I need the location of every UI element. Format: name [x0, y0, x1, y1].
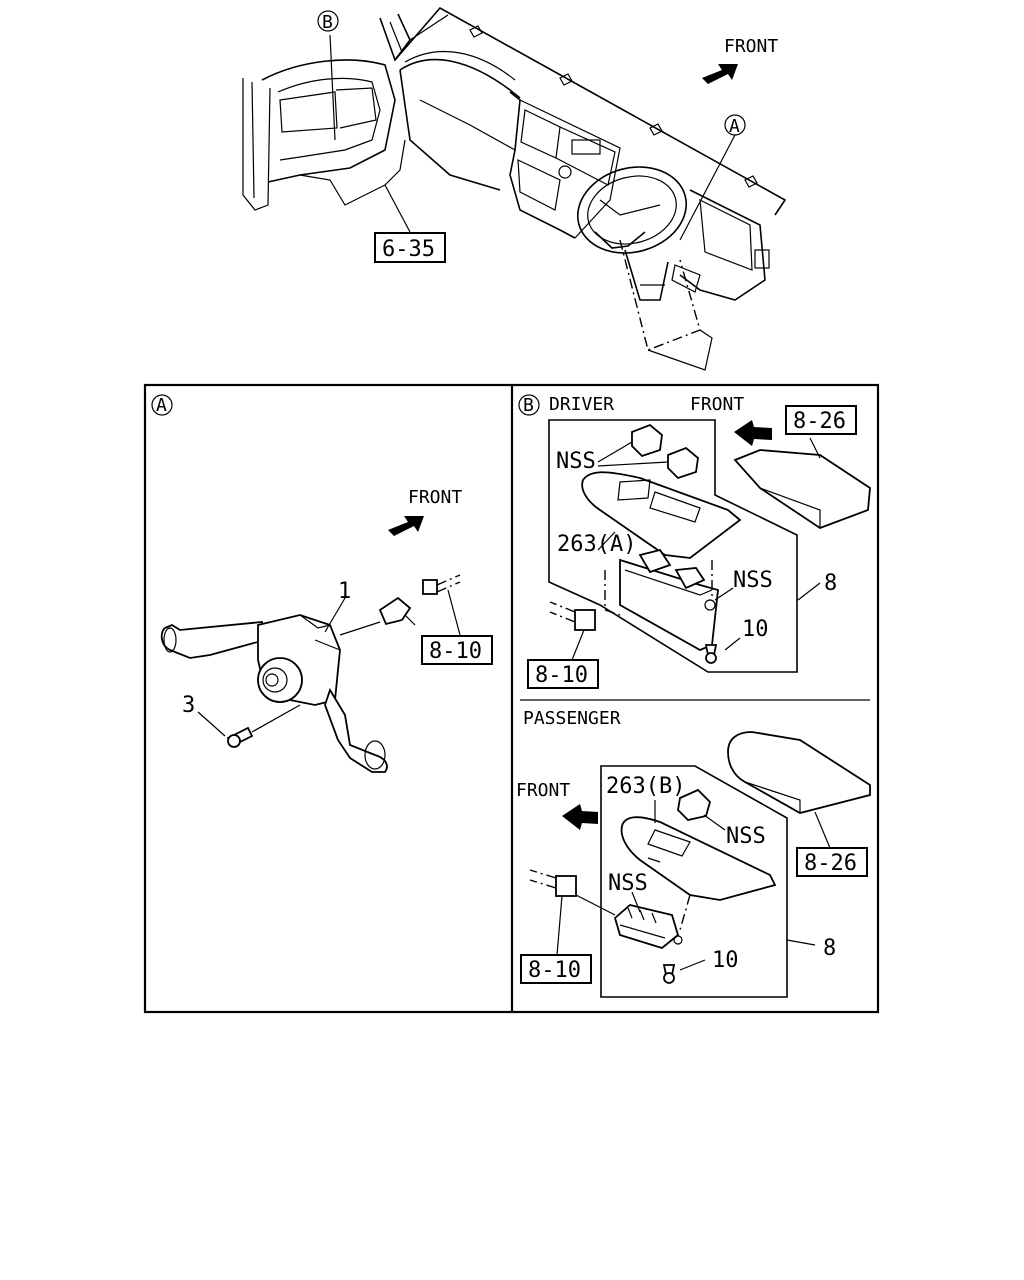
callout-a-top: A	[724, 114, 746, 137]
svg-text:8-10: 8-10	[535, 663, 588, 688]
passenger-part-263b: 263(B)	[606, 774, 685, 799]
panel-b-callout: B	[523, 395, 534, 416]
ref-box-6-35: 6-35	[374, 232, 446, 263]
svg-text:8-26: 8-26	[793, 409, 846, 434]
ref-box-8-26-passenger: 8-26	[796, 847, 868, 877]
front-label-top: FRONT	[724, 36, 778, 57]
svg-text:8-26: 8-26	[804, 851, 857, 876]
driver-part-8: 8	[824, 571, 837, 596]
part-1-label: 1	[338, 579, 351, 604]
driver-part-263a: 263(A)	[557, 532, 636, 557]
passenger-connector	[555, 875, 577, 897]
passenger-title: PASSENGER	[523, 708, 621, 729]
front-arrow-passenger	[562, 804, 598, 830]
ref-box-8-26-driver: 8-26	[785, 405, 857, 435]
ref-box-8-10-driver: 8-10	[527, 659, 599, 689]
front-arrow-a	[388, 516, 424, 536]
driver-lid	[733, 449, 871, 530]
svg-text:B: B	[322, 12, 333, 33]
driver-nss-side: NSS	[733, 568, 773, 593]
panel-a-callout: A	[156, 395, 167, 416]
driver-nss-top: NSS	[556, 449, 596, 474]
svg-text:6-35: 6-35	[382, 237, 435, 262]
combination-switch	[160, 574, 461, 773]
passenger-front-label: FRONT	[516, 780, 570, 801]
svg-text:8-10: 8-10	[429, 639, 482, 664]
ref-box-8-10-a: 8-10	[421, 635, 493, 665]
svg-text:A: A	[729, 116, 740, 137]
passenger-nss-bottom: NSS	[608, 871, 648, 896]
front-arrow-top	[702, 64, 738, 84]
driver-front-label: FRONT	[690, 394, 744, 415]
panel-b-passenger: PASSENGER FRONT 8-26	[516, 708, 871, 998]
panel-a-front-label: FRONT	[408, 487, 462, 508]
detail-frame	[143, 383, 880, 1014]
svg-text:8-10: 8-10	[528, 958, 581, 983]
passenger-part-8: 8	[823, 936, 836, 961]
passenger-nss-top: NSS	[726, 824, 766, 849]
passenger-lid	[727, 731, 871, 814]
passenger-part-10: 10	[712, 948, 739, 973]
panel-b-driver: B DRIVER FRONT 8-26	[518, 394, 871, 689]
driver-connector	[574, 609, 596, 631]
part-3-label: 3	[182, 693, 195, 718]
front-arrow-driver	[734, 420, 772, 446]
ref-box-8-10-passenger: 8-10	[520, 954, 592, 984]
callout-b-top: B	[317, 10, 339, 33]
panel-a: A FRONT	[151, 394, 493, 773]
driver-part-10: 10	[742, 617, 769, 642]
dashboard-overview	[242, 6, 787, 371]
driver-title: DRIVER	[549, 394, 614, 415]
